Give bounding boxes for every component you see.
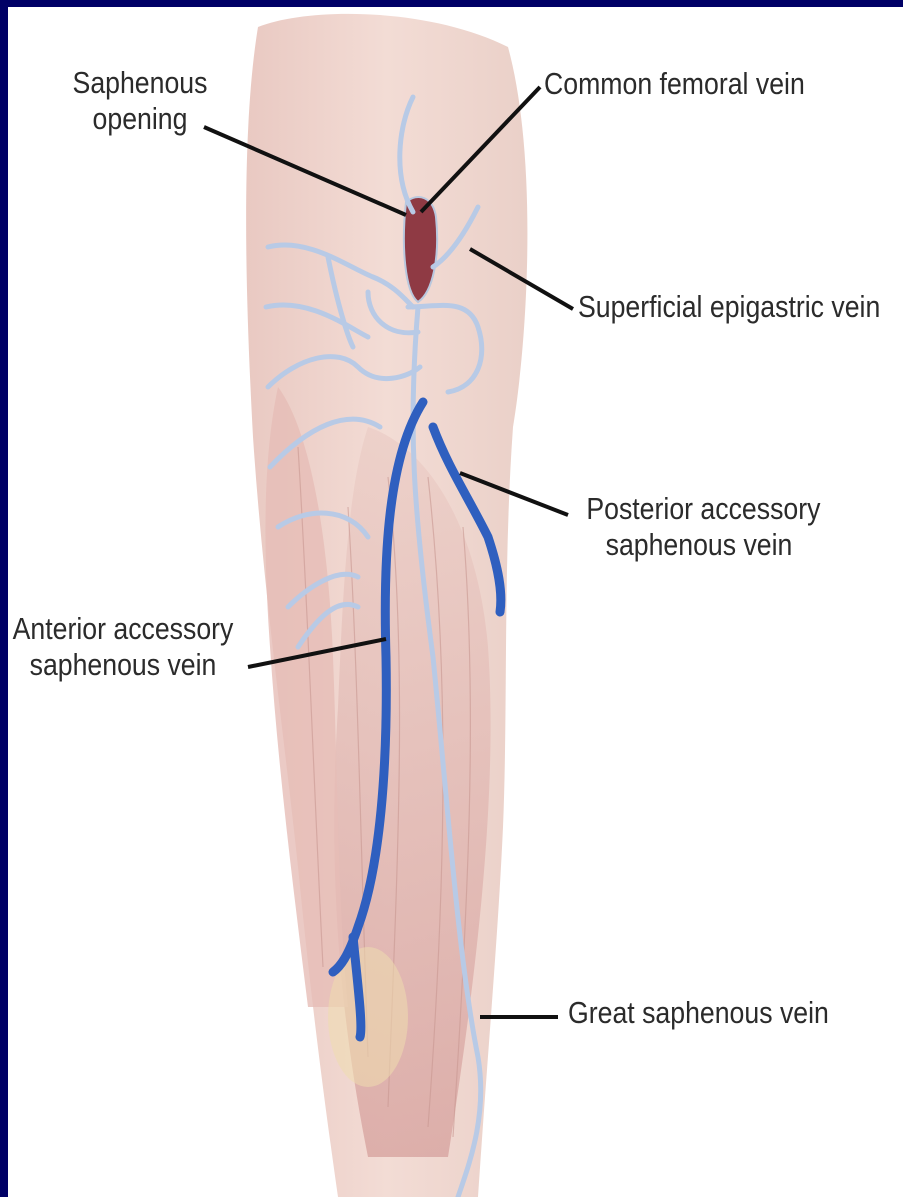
- label-common-femoral-vein: Common femoral vein: [544, 66, 805, 102]
- label-anterior-accessory-saphenous-vein: Anterior accessory saphenous vein: [8, 611, 239, 683]
- label-posterior-accessory-line1: Posterior accessory: [586, 491, 811, 527]
- label-anterior-accessory-line1: Anterior accessory: [8, 611, 239, 647]
- diagram-slide: Saphenous opening Common femoral vein Su…: [8, 7, 903, 1197]
- label-saphenous-opening-line2: opening: [71, 101, 209, 137]
- label-posterior-accessory-saphenous-vein: Posterior accessory saphenous vein: [586, 491, 811, 563]
- label-great-saphenous-vein: Great saphenous vein: [568, 995, 829, 1031]
- label-posterior-accessory-line2: saphenous vein: [586, 527, 811, 563]
- label-saphenous-opening-line1: Saphenous: [71, 65, 209, 101]
- label-saphenous-opening: Saphenous opening: [71, 65, 209, 137]
- label-anterior-accessory-line2: saphenous vein: [8, 647, 239, 683]
- label-superficial-epigastric-vein: Superficial epigastric vein: [578, 289, 880, 325]
